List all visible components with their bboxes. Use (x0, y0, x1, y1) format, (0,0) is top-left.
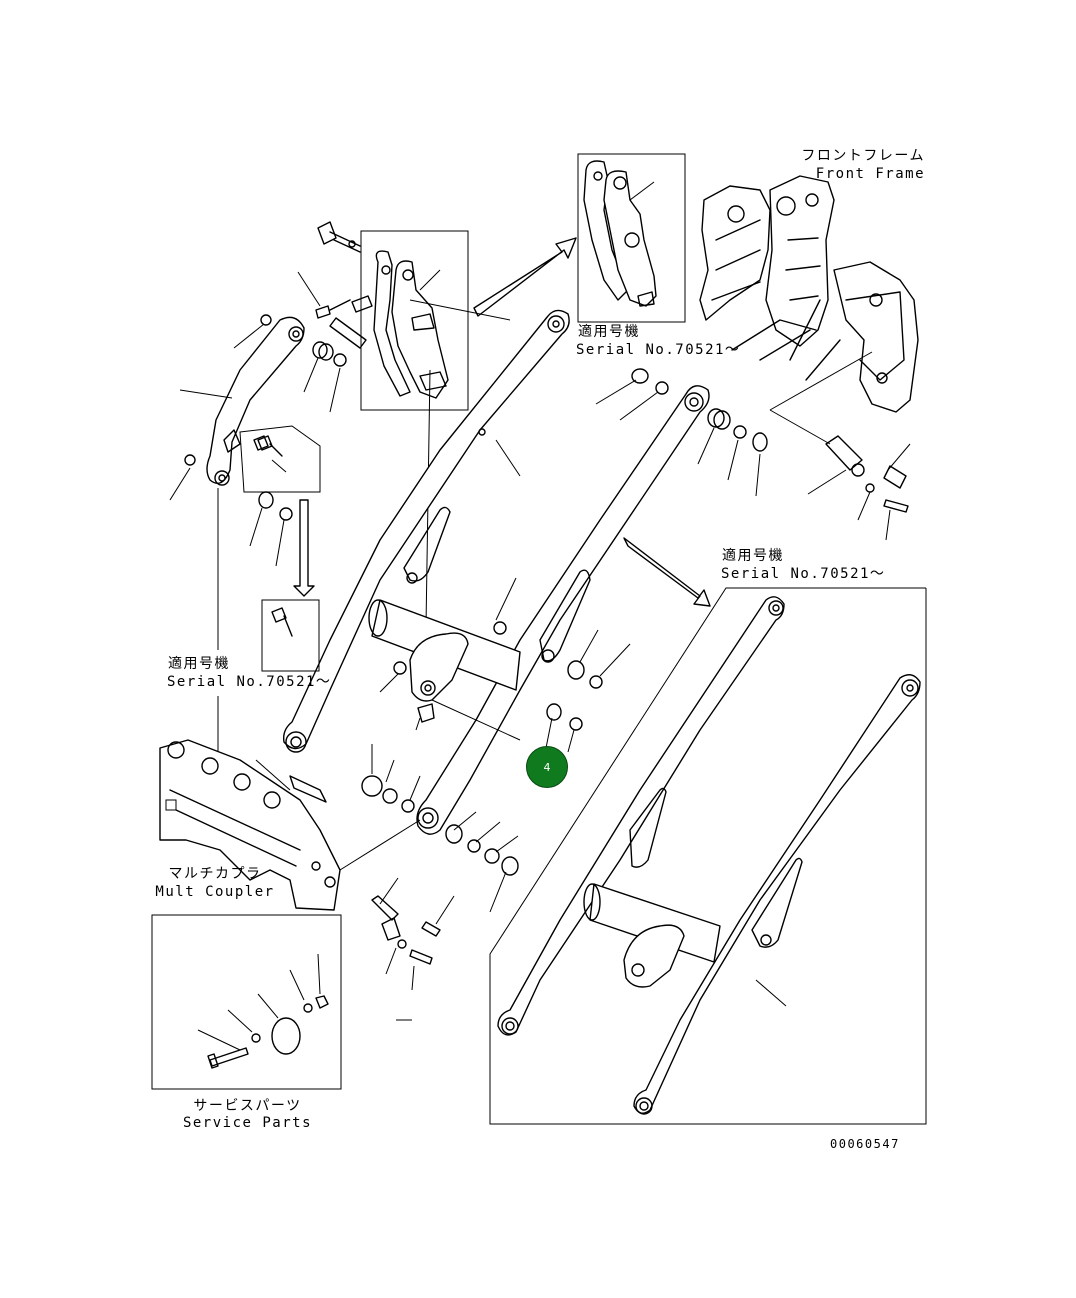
callout-marker-4[interactable]: 4 (526, 746, 568, 788)
serial-right-label-en: Serial No.70521～ (721, 566, 886, 582)
drawing-number: 00060547 (830, 1137, 900, 1151)
left-link (184, 314, 347, 521)
front-frame-label-jp: フロントフレーム (801, 148, 925, 164)
right-inset (489, 537, 927, 1125)
pins-and-rings (289, 368, 909, 876)
mult-coupler-label-jp: マルチカプラ (168, 866, 262, 882)
serial-top-label-jp: 適用号機 (578, 324, 640, 340)
service-parts-box (151, 914, 342, 1090)
serial-right-label-jp: 適用号機 (722, 548, 784, 564)
arrow-top (473, 237, 577, 317)
serial-top-label-en: Serial No.70521～ (576, 342, 741, 358)
top-right-inset (577, 153, 686, 323)
lift-arm-right (416, 385, 710, 835)
front-frame-label-en: Front Frame (815, 166, 925, 182)
mult-coupler-label-en: Mult Coupler (155, 884, 275, 900)
callout-number: 4 (543, 760, 551, 774)
service-parts-label-en: Service Parts (182, 1115, 313, 1131)
serial-left-label-en: Serial No.70521～ (167, 674, 332, 690)
serial-left-label-jp: 適用号機 (168, 656, 230, 672)
mult-coupler (159, 739, 455, 1021)
fitting-inset (239, 425, 321, 672)
cross-tube (368, 599, 521, 731)
service-parts-label-jp: サービスパーツ (193, 1098, 302, 1114)
lift-arm-left (282, 309, 570, 753)
front-frame (699, 175, 919, 413)
